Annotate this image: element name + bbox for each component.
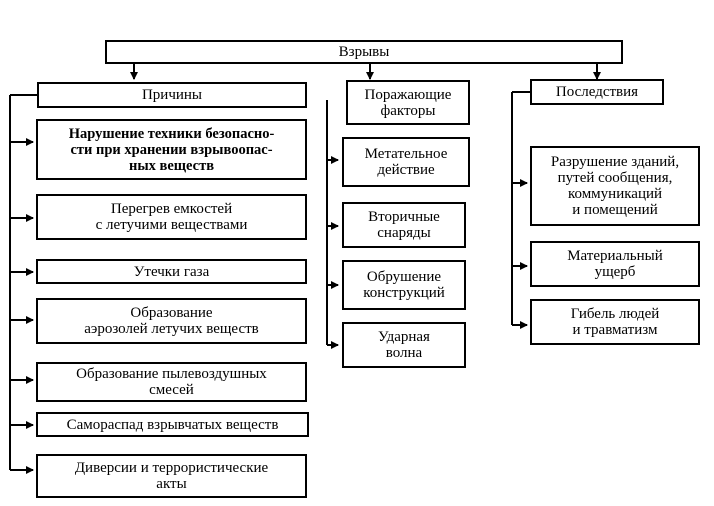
factor-label-2: Вторичные снаряды (368, 209, 440, 241)
cause-box-5: Образование пылевоздушных смесей (36, 362, 307, 402)
consequence-label-2: Материальный ущерб (567, 248, 663, 280)
factor-box-1: Метательное действие (342, 137, 470, 187)
cause-box-6: Самораспад взрывчатых веществ (36, 412, 309, 437)
factor-label-3: Обрушение конструкций (363, 269, 445, 301)
cause-label-4: Образование аэрозолей летучих веществ (84, 305, 259, 337)
factors-header-box: Поражающие факторы (346, 80, 470, 125)
cause-box-2: Перегрев емкостей с летучими веществами (36, 194, 307, 240)
cause-label-5: Образование пылевоздушных смесей (76, 366, 267, 398)
factor-box-4: Ударная волна (342, 322, 466, 368)
cause-label-7: Диверсии и террористические акты (74, 460, 269, 492)
consequence-label-1: Разрушение зданий, путей сообщения, комм… (550, 154, 680, 218)
factor-box-3: Обрушение конструкций (342, 260, 466, 310)
factor-label-4: Ударная волна (378, 329, 430, 361)
consequence-label-3: Гибель людей и травматизм (570, 306, 660, 338)
cause-label-6: Самораспад взрывчатых веществ (66, 416, 279, 433)
causes-header-box: Причины (37, 82, 307, 108)
cause-box-4: Образование аэрозолей летучих веществ (36, 298, 307, 344)
factors-header: Поражающие факторы (364, 86, 452, 119)
causes-header: Причины (141, 87, 203, 103)
cause-label-1: Нарушение техники безопасно- сти при хра… (68, 125, 275, 174)
root-box: Взрывы (105, 40, 623, 64)
cause-box-1: Нарушение техники безопасно- сти при хра… (36, 119, 307, 180)
cause-label-2: Перегрев емкостей с летучими веществами (95, 201, 248, 233)
cause-box-7: Диверсии и террористические акты (36, 454, 307, 498)
cause-box-3: Утечки газа (36, 259, 307, 284)
factor-box-2: Вторичные снаряды (342, 202, 466, 248)
consequence-box-2: Материальный ущерб (530, 241, 700, 287)
consequence-box-3: Гибель людей и травматизм (530, 299, 700, 345)
factor-label-1: Метательное действие (364, 146, 448, 178)
consequence-box-1: Разрушение зданий, путей сообщения, комм… (530, 146, 700, 226)
root-label: Взрывы (338, 44, 390, 60)
cause-label-3: Утечки газа (133, 263, 210, 280)
consequences-header: Последствия (555, 84, 639, 100)
consequences-header-box: Последствия (530, 79, 664, 105)
